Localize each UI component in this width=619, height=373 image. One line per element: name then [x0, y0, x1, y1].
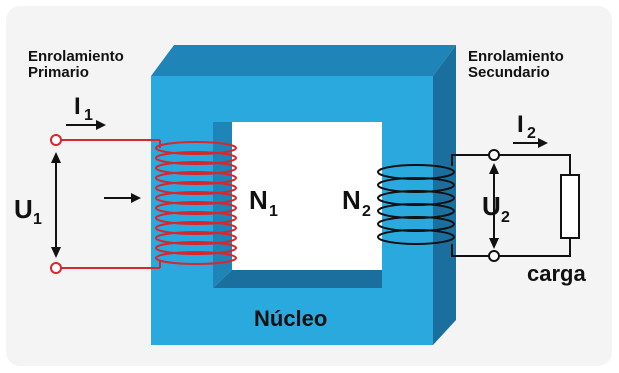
- turns-1-symbol: N: [249, 185, 268, 215]
- primary-terminal-top: [50, 134, 62, 146]
- core-right-face: [433, 45, 456, 345]
- current-2-subscript: 2: [527, 125, 536, 142]
- voltage-1-subscript: 1: [33, 211, 42, 228]
- voltage-1-symbol: U: [14, 194, 33, 224]
- secondary-terminal-bottom: [488, 250, 500, 262]
- current-1-subscript: 1: [84, 107, 93, 124]
- core-label: Núcleo: [254, 306, 327, 331]
- flux-arrow: [104, 193, 141, 203]
- core-front-face: [151, 76, 433, 345]
- current-1-arrow: [66, 120, 106, 130]
- voltage-2-arrow: [489, 163, 499, 249]
- core-top-face: [151, 45, 456, 76]
- current-1-symbol: I: [74, 93, 81, 120]
- primary-coil: [155, 141, 237, 265]
- secondary-winding-label-line1: Enrolamiento: [468, 48, 564, 65]
- secondary-coil: [377, 164, 455, 245]
- turns-2-subscript: 2: [362, 203, 371, 220]
- primary-terminal-bottom: [50, 262, 62, 274]
- secondary-terminal-top: [488, 149, 500, 161]
- secondary-winding-label-line2: Secundario: [468, 64, 550, 81]
- current-2-symbol: I: [517, 111, 524, 138]
- voltage-2-symbol: U: [482, 191, 501, 221]
- turns-2-symbol: N: [342, 185, 361, 215]
- voltage-1-arrow: [51, 152, 61, 258]
- core-window-bottom-shade: [213, 270, 382, 288]
- secondary-circuit: [451, 154, 571, 257]
- primary-winding-label-line2: Primario: [28, 64, 89, 81]
- voltage-2-subscript: 2: [501, 209, 510, 226]
- primary-winding-label-line1: Enrolamiento: [28, 48, 124, 65]
- turns-1-subscript: 1: [269, 203, 278, 220]
- current-2-arrow: [513, 138, 548, 148]
- load-label: carga: [527, 261, 586, 286]
- load-resistor: [560, 174, 580, 239]
- primary-circuit: [56, 139, 161, 269]
- core-window: [232, 122, 382, 270]
